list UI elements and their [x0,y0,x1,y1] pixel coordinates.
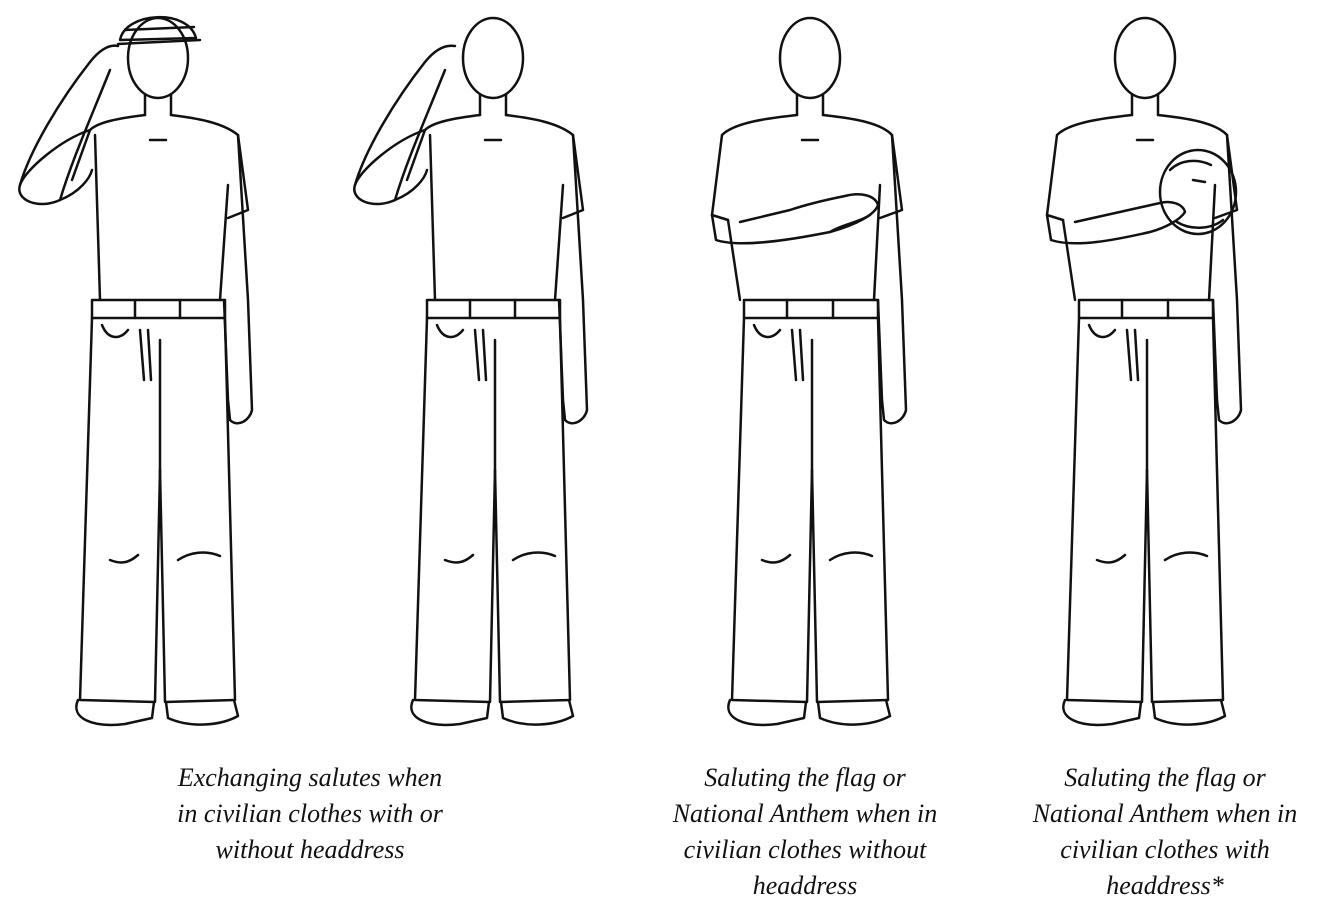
figure-body [1047,18,1241,725]
figure-body [354,18,587,725]
caption-line: civilian clothes with [1000,832,1330,868]
figure-salute-no-cap [315,0,655,745]
caption-line: Exchanging salutes when [145,760,475,796]
caption-line: National Anthem when in [640,796,970,832]
figure-body [19,17,252,725]
held-cap-icon [1160,150,1236,234]
caption-line: headdress* [1000,868,1330,904]
caption-line: without headdress [145,832,475,868]
caption-line: headdress [640,868,970,904]
caption-flag-without-headdress: Saluting the flag or National Anthem whe… [640,760,970,904]
caption-line: civilian clothes without [640,832,970,868]
caption-line: in civilian clothes with or [145,796,475,832]
figure-cap-over-heart [965,0,1305,745]
figure-hand-over-heart [630,0,970,745]
figure-salute-with-cap [0,0,320,745]
caption-line: Saluting the flag or [1000,760,1330,796]
caption-exchanging-salutes: Exchanging salutes when in civilian clot… [145,760,475,868]
figure-body [712,18,906,725]
caption-line: National Anthem when in [1000,796,1330,832]
caption-flag-with-headdress: Saluting the flag or National Anthem whe… [1000,760,1330,904]
caption-line: Saluting the flag or [640,760,970,796]
